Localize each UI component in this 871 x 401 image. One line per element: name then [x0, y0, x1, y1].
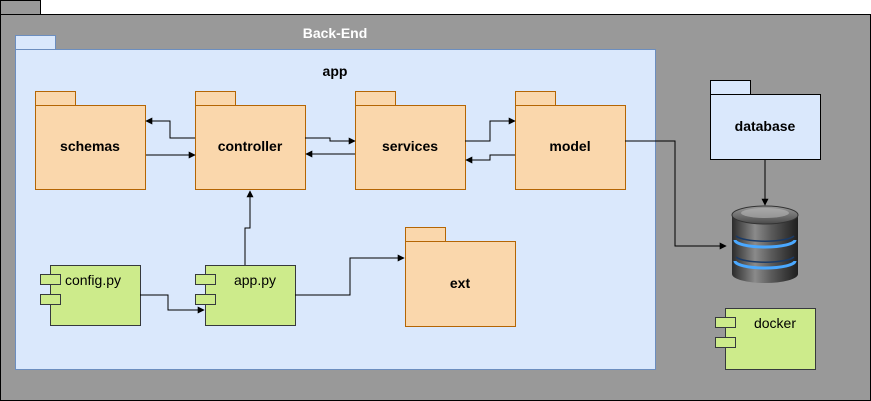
app-py-component[interactable]: app.py: [195, 265, 296, 326]
app-package-title: app: [323, 63, 348, 79]
component-port: [715, 317, 736, 328]
config-py-label: config.py: [65, 272, 121, 288]
app-py-label: app.py: [234, 272, 276, 288]
model-label: model: [549, 138, 590, 154]
arrow-model-to-services: [465, 154, 515, 164]
arrow-app-to-ext: [295, 254, 405, 296]
component-port: [40, 294, 61, 305]
docker-label: docker: [754, 315, 796, 331]
component-port: [195, 274, 216, 285]
arrow-controller-to-services: [305, 137, 356, 145]
model-package[interactable]: model: [515, 91, 626, 190]
database-label: database: [735, 118, 796, 134]
arrow-config-to-app: [140, 294, 205, 314]
database-cylinder-icon: [731, 205, 799, 283]
arrow-services-to-model: [465, 117, 516, 142]
arrow-controller-to-schemas: [145, 117, 195, 139]
controller-package[interactable]: controller: [195, 91, 306, 190]
ext-package[interactable]: ext: [405, 227, 516, 327]
component-port: [195, 294, 216, 305]
schemas-package[interactable]: schemas: [35, 91, 146, 190]
schemas-label: schemas: [60, 138, 120, 154]
docker-component[interactable]: docker: [715, 308, 816, 370]
database-package[interactable]: database: [710, 80, 821, 160]
back-end-title: Back-End: [303, 25, 368, 41]
component-port: [40, 274, 61, 285]
services-label: services: [382, 138, 438, 154]
controller-label: controller: [218, 138, 283, 154]
config-py-component[interactable]: config.py: [40, 265, 141, 326]
component-port: [715, 337, 736, 348]
arrow-model-to-db: [625, 140, 727, 250]
services-package[interactable]: services: [355, 91, 466, 190]
connectors: [140, 117, 769, 314]
ext-label: ext: [450, 275, 471, 291]
arrow-app-to-controller: [244, 190, 254, 265]
